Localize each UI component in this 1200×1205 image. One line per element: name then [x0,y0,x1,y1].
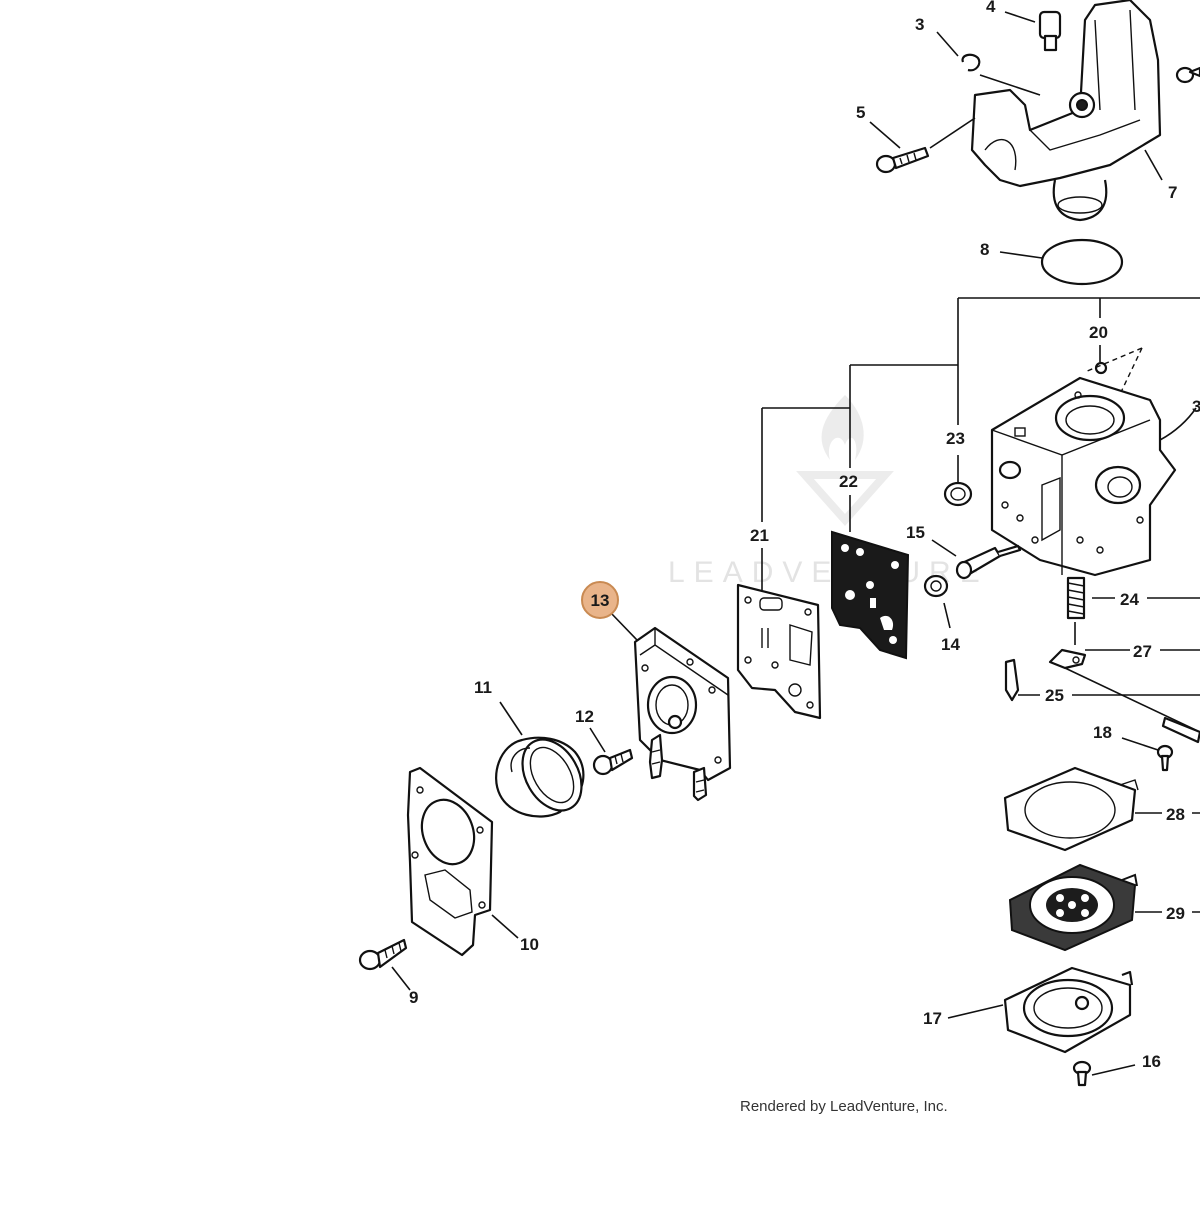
footer-credit: Rendered by LeadVenture, Inc. [740,1098,948,1115]
label-part-3-carb[interactable]: 3 [1192,397,1200,416]
label-part-11[interactable]: 11 [474,678,492,697]
label-part-27[interactable]: 27 [1133,642,1152,661]
part-16-screw[interactable] [1072,1060,1092,1087]
part-23-inlet-screen[interactable] [943,481,973,507]
part-18-screw[interactable] [1156,744,1174,772]
part-13-pump-cover[interactable] [633,626,732,802]
label-part-25[interactable]: 25 [1045,686,1064,705]
part-4-screw[interactable] [1038,10,1062,52]
part-11-primer-bulb[interactable] [495,729,593,821]
label-part-18[interactable]: 18 [1093,723,1112,742]
label-part-4[interactable]: 4 [986,0,996,16]
part-25-inlet-needle[interactable] [1004,658,1200,744]
part-21-gasket[interactable] [736,583,822,720]
small-screw-top-right[interactable] [1175,66,1200,84]
label-part-17[interactable]: 17 [923,1009,942,1028]
watermark: LEADVENTURE [668,395,980,589]
highlight-marker[interactable] [581,581,619,619]
label-part-13[interactable]: 13 [591,591,610,610]
part-27-metering-lever[interactable] [1048,622,1087,670]
label-part-3[interactable]: 3 [915,15,924,34]
part-28-gasket[interactable] [1003,766,1139,852]
watermark-logo-icon [796,471,894,527]
part-number-labels: 4 3 5 7 8 20 3 23 22 15 21 24 14 27 25 1… [409,0,1200,1071]
part-8-o-ring[interactable] [1040,238,1124,286]
label-part-29[interactable]: 29 [1166,904,1185,923]
part-29-diaphragm[interactable] [1008,863,1138,952]
part-3-e-clip[interactable] [961,53,981,72]
leader-lines [391,11,1200,1076]
part-14-plug[interactable] [923,574,951,629]
part-7-throttle-body[interactable] [970,0,1162,222]
part-10-bracket-plate[interactable] [406,766,494,957]
label-part-9[interactable]: 9 [409,988,418,1007]
label-part-10[interactable]: 10 [520,935,539,954]
part-17-metering-cover[interactable] [1003,966,1134,1054]
label-part-14[interactable]: 14 [941,635,960,654]
label-part-7[interactable]: 7 [1168,183,1177,202]
label-part-24[interactable]: 24 [1120,590,1139,609]
label-part-16[interactable]: 16 [1142,1052,1161,1071]
label-part-20[interactable]: 20 [1089,323,1108,342]
highlighted-callout-13[interactable]: 13 [581,581,619,619]
part-12-screw[interactable] [592,748,634,776]
label-part-22[interactable]: 22 [839,472,858,491]
label-part-21[interactable]: 21 [750,526,769,545]
label-part-23[interactable]: 23 [946,429,965,448]
part-5-screw[interactable] [875,146,930,174]
part-24-spring[interactable] [1066,576,1086,620]
label-part-28[interactable]: 28 [1166,805,1185,824]
part-22-gasket[interactable] [831,530,910,660]
part-9-screw[interactable] [358,938,408,971]
kit-bracket-lines [761,297,1200,590]
label-part-15[interactable]: 15 [906,523,925,542]
label-part-8[interactable]: 8 [980,240,989,259]
watermark-flame-icon [821,395,864,460]
label-part-12[interactable]: 12 [575,707,594,726]
part-15-adjusting-screw[interactable] [931,539,1022,580]
label-part-5[interactable]: 5 [856,103,865,122]
carburetor-body[interactable] [990,376,1197,577]
